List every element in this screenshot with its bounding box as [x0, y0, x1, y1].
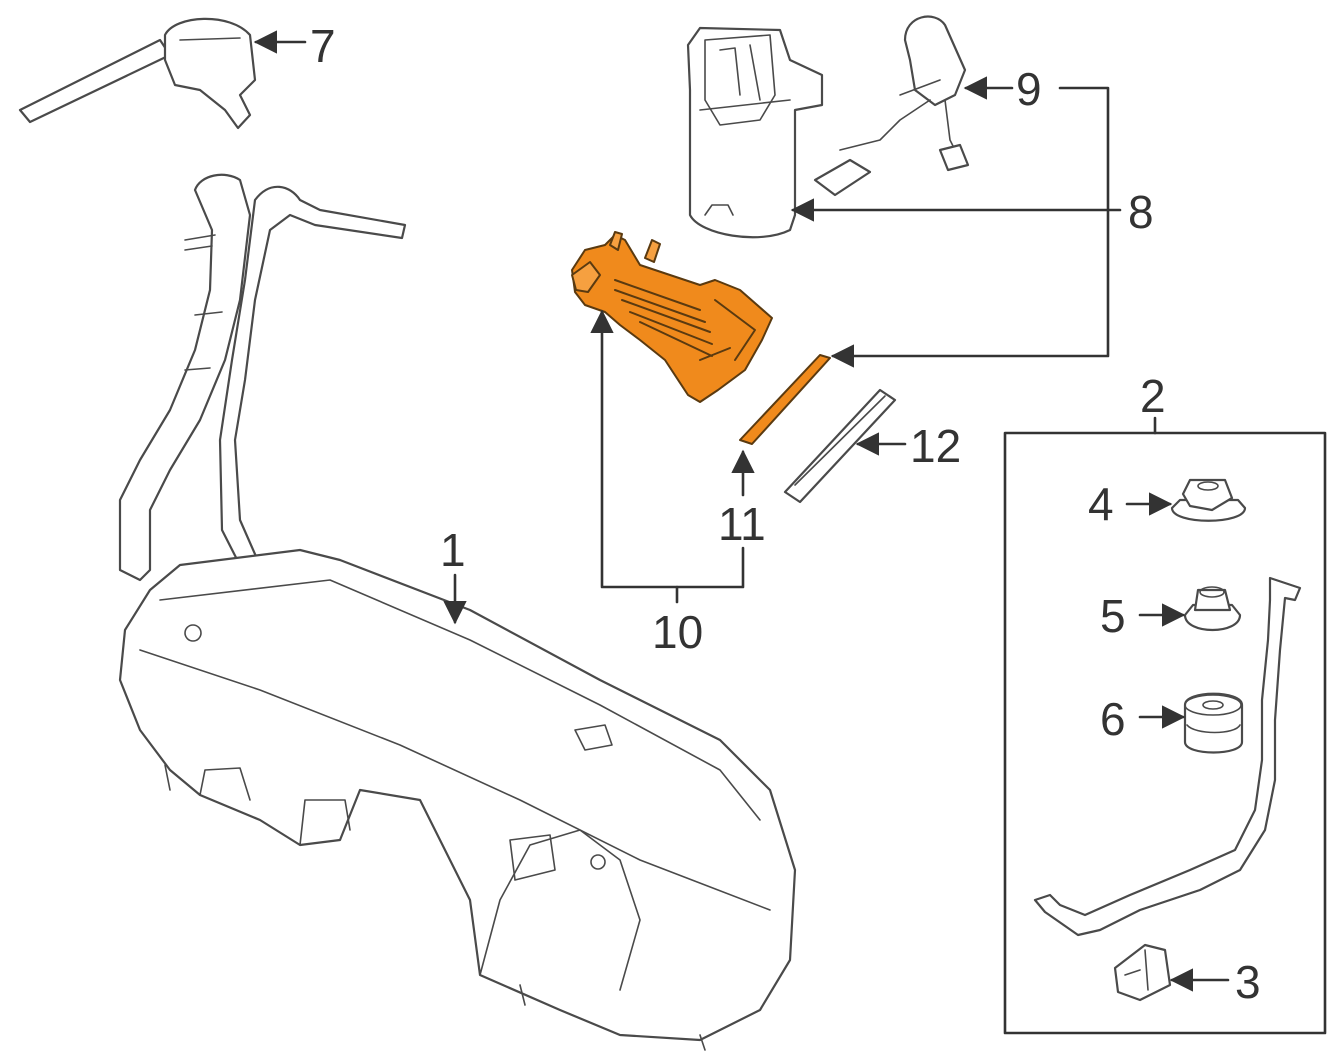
- strap-kit-box: [1003, 431, 1327, 1035]
- callout-3: 3: [1235, 956, 1261, 1008]
- lock-ring: [783, 388, 897, 504]
- strap-clip: [1113, 943, 1172, 1002]
- callout-9: 9: [1016, 63, 1042, 115]
- vent-valve: [18, 17, 257, 130]
- callout-8: 8: [1128, 186, 1154, 238]
- leader-10-bracket: [590, 309, 745, 589]
- callout-7: 7: [310, 20, 336, 72]
- callout-6: 6: [1100, 693, 1126, 745]
- seal-gasket: [739, 354, 831, 445]
- callout-11: 11: [718, 498, 766, 550]
- callout-2: 2: [1140, 370, 1166, 422]
- tank-strap: [1033, 576, 1302, 937]
- callout-4: 4: [1088, 478, 1114, 530]
- callout-5: 5: [1100, 590, 1126, 642]
- callout-12: 12: [910, 420, 961, 472]
- vent-line: [218, 185, 407, 587]
- nut: [1170, 478, 1247, 522]
- filler-neck-tube: [118, 173, 252, 582]
- fuel-pump-module: [686, 26, 824, 239]
- callout-1: 1: [440, 524, 466, 576]
- insulator: [1183, 692, 1244, 754]
- sending-unit: [813, 15, 970, 197]
- tank-body: [118, 548, 797, 1042]
- callout-10: 10: [652, 606, 703, 658]
- bushing: [1183, 586, 1242, 632]
- leader-9-bracket: [830, 86, 1110, 368]
- fuel-tank: [118, 173, 797, 1051]
